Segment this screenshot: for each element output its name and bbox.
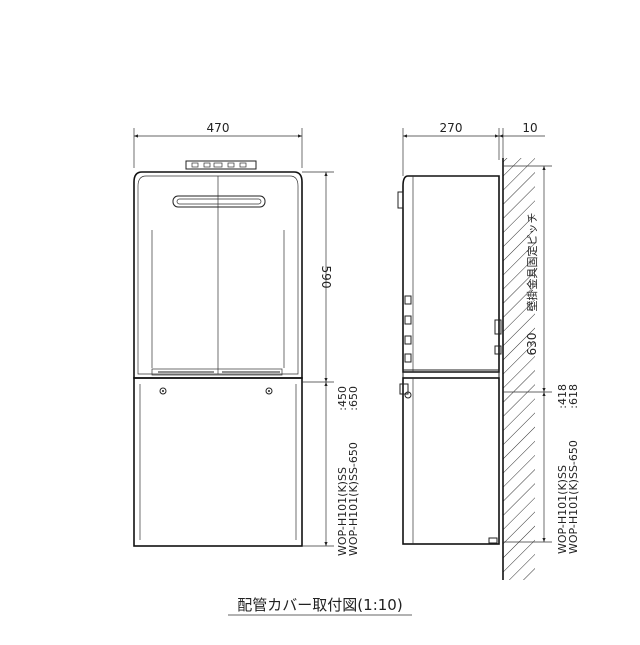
front-model-b: WOP-H101(K)SS-650 [347, 442, 360, 556]
side-pitch-label: 壁掛金具固定ピッチ [525, 213, 539, 312]
side-depth-label: 270 [440, 121, 463, 135]
piping-cover-side [399, 377, 500, 545]
side-model-a: WOP-H101(K)SS [556, 465, 569, 554]
side-pitch-dimension: 壁掛金具固定ピッチ 630 [503, 165, 552, 543]
drawing-caption: 配管カバー取付図(1:10) [237, 596, 402, 614]
side-cover-dimension-text: :418 :618 WOP-H101(K)SS WOP-H101(K)SS-65… [556, 384, 580, 554]
water-heater-body [133, 171, 303, 379]
top-fitting [185, 160, 257, 170]
side-cover-dim-a: :418 [556, 384, 569, 409]
front-view: 470 [133, 121, 360, 556]
caption-block: 配管カバー取付図(1:10) [228, 596, 412, 616]
water-heater-side [397, 175, 502, 379]
front-height-label: 590 [319, 266, 333, 289]
side-view: 270 10 [397, 121, 580, 580]
front-cover-dim-a: :450 [336, 386, 349, 411]
piping-cover-front [133, 377, 303, 547]
side-gap-label: 10 [522, 121, 537, 135]
side-model-b: WOP-H101(K)SS-650 [567, 440, 580, 554]
front-cover-dim-b: :650 [347, 386, 360, 411]
front-model-a: WOP-H101(K)SS [336, 467, 349, 556]
front-cover-dimension-text: :450 :650 WOP-H101(K)SS WOP-H101(K)SS-65… [336, 386, 360, 556]
front-width-label: 470 [207, 121, 230, 135]
side-pitch-value: 630 [525, 333, 539, 356]
front-width-dimension: 470 [133, 121, 303, 168]
side-depth-dimension: 270 10 [402, 121, 545, 176]
wall [502, 158, 535, 580]
side-cover-dim-b: :618 [567, 384, 580, 409]
front-height-dimension: 590 [302, 171, 334, 547]
